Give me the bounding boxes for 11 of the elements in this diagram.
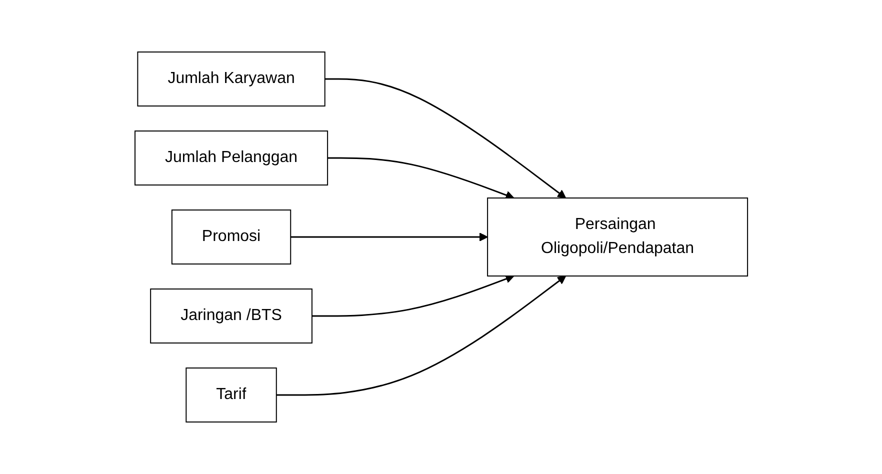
arrow xyxy=(312,274,514,317)
arrow xyxy=(276,276,566,396)
node-box: Jaringan /BTS xyxy=(150,288,312,344)
node-box: Jumlah Pelanggan xyxy=(134,130,328,186)
arrow xyxy=(327,157,514,200)
node-box: Promosi xyxy=(171,210,291,264)
node-box: Tarif xyxy=(185,368,277,422)
node-box: Jumlah Karyawan xyxy=(136,52,326,106)
node-box: Persaingan Oligopoli/Pendapatan xyxy=(486,198,748,276)
arrow xyxy=(290,232,488,242)
arrow xyxy=(324,78,566,198)
